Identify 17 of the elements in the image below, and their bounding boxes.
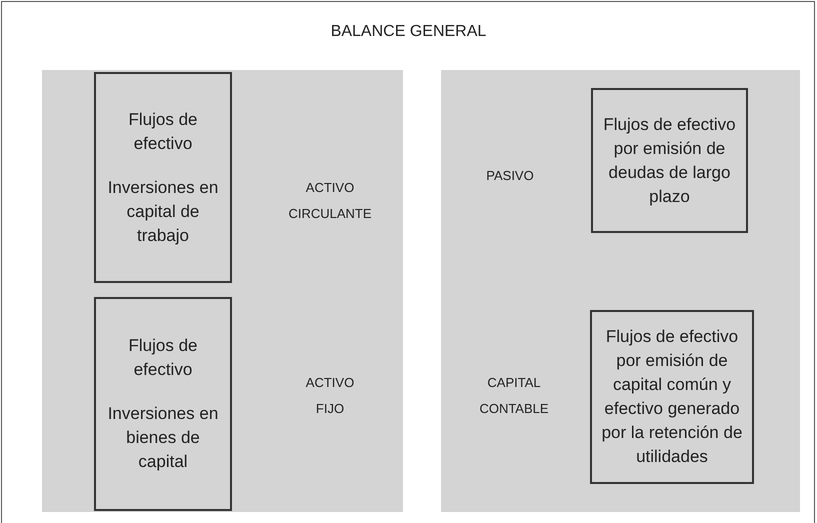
box-text: Flujos de efectivo (128, 335, 198, 381)
section-label: CAPITAL CONTABLE (478, 374, 550, 418)
diagram-title: BALANCE GENERAL (330, 22, 488, 42)
section-label: PASIVO (485, 167, 535, 185)
text-box (590, 310, 754, 484)
panel-background (42, 70, 403, 512)
box-text: Flujos de efectivo (128, 108, 198, 154)
text-box (94, 72, 232, 283)
text-box (94, 297, 232, 511)
panel-background (441, 70, 800, 512)
box-text: Flujos de efectivo por emisión de capital común y efectivo generado por la retención de utilidades (600, 326, 744, 468)
section-label: ACTIVO FIJO (304, 374, 356, 418)
box-text: Flujos de efectivo por emisión de deudas de largo plazo (602, 114, 737, 208)
text-box (591, 88, 748, 233)
box-text: Inversiones en capital de trabajo (106, 176, 220, 246)
section-label: ACTIVO CIRCULANTE (287, 179, 373, 223)
box-text: Inversiones en bienes de capital (106, 403, 220, 473)
